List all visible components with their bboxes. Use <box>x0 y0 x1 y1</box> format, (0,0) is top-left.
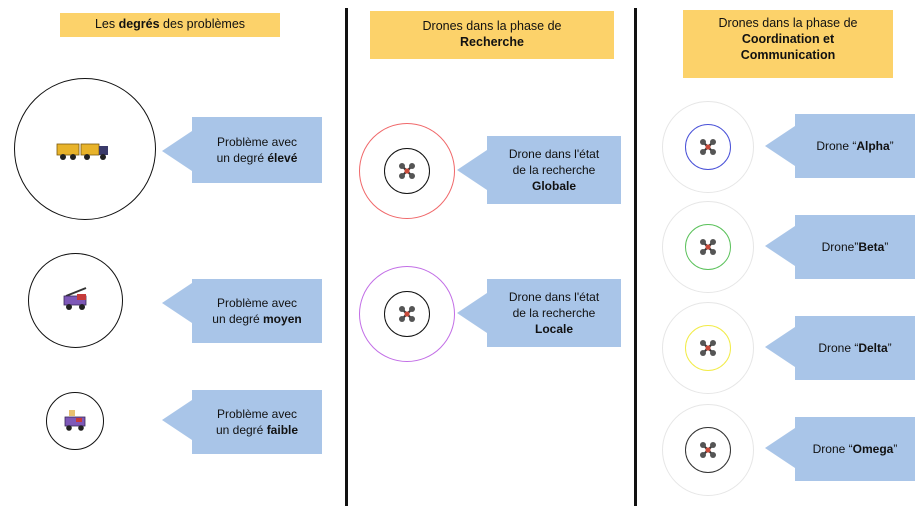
callout-global-line2: de la recherche <box>512 163 596 177</box>
callout-beta-name: Beta <box>858 240 885 254</box>
callout-medium-degree: moyen <box>263 312 302 326</box>
search-header: Drones dans la phase de Recherche <box>370 11 614 59</box>
low-degree-circle <box>46 392 104 450</box>
truck-icon <box>56 143 108 160</box>
arrow-beta <box>765 226 795 266</box>
beta-outer-ring <box>662 201 754 293</box>
drone-icon <box>700 340 716 356</box>
callout-low-degree: faible <box>266 423 299 437</box>
problems-header-post: des problèmes <box>159 17 246 31</box>
callout-high: Problème avec un degré élevé <box>192 117 322 183</box>
arrow-delta <box>765 327 795 367</box>
callout-low: Problème avec un degré faible <box>192 390 322 454</box>
callout-delta-post: ” <box>887 341 892 355</box>
omega-outer-ring <box>662 404 754 496</box>
drone-icon <box>399 163 415 179</box>
callout-alpha-name: Alpha <box>856 139 890 153</box>
arrow-alpha <box>765 126 795 166</box>
arrow-global <box>457 150 487 190</box>
small-truck-icon <box>64 410 86 431</box>
callout-omega-post: ” <box>893 442 898 456</box>
callout-global-state: Globale <box>531 179 576 193</box>
callout-medium-line2: un degré <box>212 312 264 326</box>
drone-icon <box>399 306 415 322</box>
callout-high-degree: élevé <box>267 151 298 165</box>
coordination-header-line3: Communication <box>740 48 836 62</box>
callout-delta: Drone “Delta” <box>795 316 915 380</box>
divider-left <box>345 8 348 506</box>
coordination-header-line2: Coordination et <box>741 32 835 46</box>
callout-low-line1: Problème avec <box>216 407 298 421</box>
coordination-header: Drones dans la phase de Coordination et Co… <box>683 10 893 78</box>
high-degree-circle <box>14 78 156 220</box>
callout-alpha-pre: Drone “ <box>816 139 857 153</box>
callout-alpha: Drone “Alpha” <box>795 114 915 178</box>
callout-high-line1: Problème avec <box>216 135 298 149</box>
local-outer-ring <box>359 266 455 362</box>
fire-truck-icon <box>63 287 87 310</box>
callout-omega: Drone “Omega” <box>795 417 915 481</box>
callout-delta-name: Delta <box>858 341 888 355</box>
callout-medium: Problème avec un degré moyen <box>192 279 322 343</box>
callout-low-line2: un degré <box>215 423 267 437</box>
beta-inner-ring <box>685 224 731 270</box>
callout-local-line1: Drone dans l'état <box>508 290 600 304</box>
local-inner-ring <box>384 291 430 337</box>
callout-delta-pre: Drone “ <box>818 341 859 355</box>
arrow-medium <box>162 283 192 323</box>
problems-header-pre: Les <box>94 17 119 31</box>
arrow-omega <box>765 428 795 468</box>
callout-local-state: Locale <box>534 322 573 336</box>
drone-icon <box>700 442 716 458</box>
divider-right <box>634 8 637 506</box>
callout-local-line2: de la recherche <box>512 306 596 320</box>
problems-header: Les degrés des problèmes <box>60 13 280 37</box>
callout-omega-pre: Drone “ <box>812 442 853 456</box>
arrow-local <box>457 293 487 333</box>
drone-icon <box>700 139 716 155</box>
coordination-header-line1: Drones dans la phase de <box>718 16 858 30</box>
callout-global-line1: Drone dans l'état <box>508 147 600 161</box>
medium-degree-circle <box>28 253 123 348</box>
callout-alpha-post: ” <box>889 139 894 153</box>
omega-inner-ring <box>685 427 731 473</box>
callout-beta: Drone”Beta” <box>795 215 915 279</box>
callout-beta-post: ” <box>884 240 889 254</box>
problems-header-bold: degrés <box>118 17 160 31</box>
drone-icon <box>700 239 716 255</box>
alpha-inner-ring <box>685 124 731 170</box>
search-header-line1: Drones dans la phase de <box>422 19 562 33</box>
global-inner-ring <box>384 148 430 194</box>
delta-outer-ring <box>662 302 754 394</box>
alpha-outer-ring <box>662 101 754 193</box>
global-outer-ring <box>359 123 455 219</box>
arrow-high <box>162 131 192 171</box>
callout-beta-pre: Drone” <box>821 240 859 254</box>
callout-high-line2: un degré <box>216 151 268 165</box>
callout-omega-name: Omega <box>852 442 894 456</box>
arrow-low <box>162 400 192 440</box>
search-header-line2: Recherche <box>460 35 524 49</box>
callout-medium-line1: Problème avec <box>216 296 298 310</box>
delta-inner-ring <box>685 325 731 371</box>
